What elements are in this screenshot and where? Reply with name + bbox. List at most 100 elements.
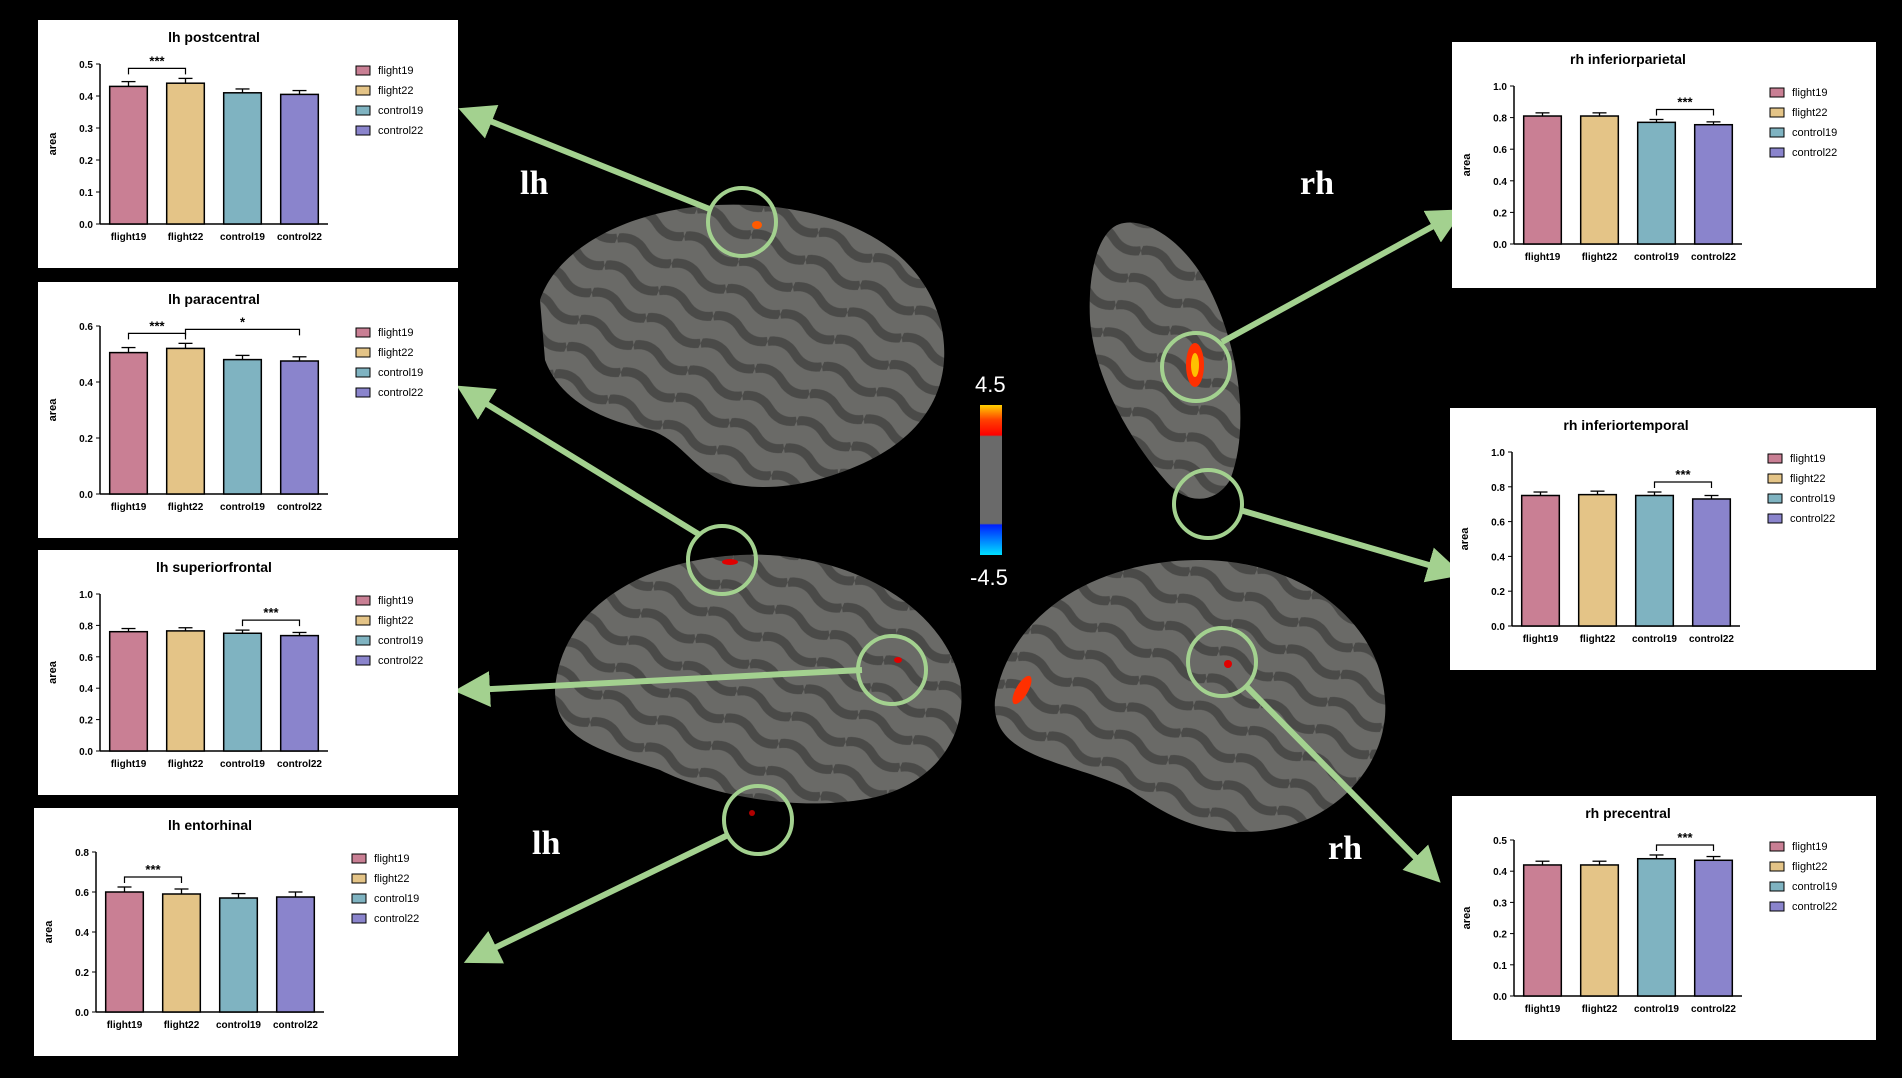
arrow xyxy=(463,832,730,964)
bar-control22 xyxy=(279,93,320,225)
significance-bracket xyxy=(127,67,187,75)
legend-swatch-control19 xyxy=(355,635,371,646)
chart-rh-precentral: rh precentral0.00.10.20.30.40.5areafligh… xyxy=(1461,805,1837,1015)
significance-bracket xyxy=(1655,844,1715,851)
bar-flight22 xyxy=(165,347,206,495)
y-tick-label: 1.0 xyxy=(79,590,93,601)
lh-lateral-brain xyxy=(540,204,945,488)
x-tick-label: flight22 xyxy=(1582,252,1618,263)
x-tick-label: control22 xyxy=(277,759,322,770)
roi-circle xyxy=(1160,331,1232,403)
significance-bracket xyxy=(241,619,301,627)
x-tick-label: flight22 xyxy=(168,759,204,770)
x-tick-label: flight19 xyxy=(1525,252,1561,263)
hemisphere-label-rh-bottom: rh xyxy=(1328,830,1362,867)
y-tick-label: 0.5 xyxy=(1493,836,1507,847)
x-tick-label: control19 xyxy=(1632,634,1677,645)
y-tick-label: 0.2 xyxy=(1493,208,1507,219)
legend-swatch-control22 xyxy=(355,655,371,666)
x-tick-label: control19 xyxy=(220,232,265,243)
legend-label: control19 xyxy=(374,893,419,905)
bar-flight19 xyxy=(1522,115,1563,245)
lh-medial-brain xyxy=(555,554,962,804)
y-tick-label: 0.4 xyxy=(1493,177,1507,188)
y-tick-label: 0.0 xyxy=(79,747,93,758)
bar-control19 xyxy=(1636,121,1677,245)
legend-label: control22 xyxy=(378,655,423,667)
legend-swatch-flight22 xyxy=(1767,473,1783,484)
y-axis-label: area xyxy=(1461,153,1473,177)
x-tick-label: control22 xyxy=(277,232,322,243)
significance-label: *** xyxy=(1677,830,1693,845)
x-tick-label: flight19 xyxy=(1525,1004,1561,1015)
x-tick-label: control19 xyxy=(1634,252,1679,263)
activation-spot xyxy=(722,559,738,565)
x-tick-label: flight19 xyxy=(111,502,147,513)
y-tick-label: 0.2 xyxy=(75,968,89,979)
y-tick-label: 0.2 xyxy=(79,716,93,727)
legend-swatch-flight22 xyxy=(351,873,367,884)
significance-label: *** xyxy=(1677,94,1693,109)
y-tick-label: 0.0 xyxy=(79,220,93,231)
legend-label: control19 xyxy=(1790,493,1835,505)
y-tick-label: 0.0 xyxy=(75,1008,89,1019)
chart-title: rh inferiorparietal xyxy=(1570,51,1686,67)
bar-flight22 xyxy=(165,82,206,225)
chart-title: rh precentral xyxy=(1585,805,1671,821)
chart-lh-entorhinal: lh entorhinal0.00.20.40.60.8areaflight19… xyxy=(43,817,419,1031)
chart-title: lh paracentral xyxy=(168,291,260,307)
y-tick-label: 0.6 xyxy=(79,653,93,664)
roi-circle xyxy=(706,186,778,258)
activation-spot xyxy=(1224,660,1232,668)
legend-label: flight22 xyxy=(1792,861,1827,873)
legend-swatch-flight19 xyxy=(1769,841,1785,852)
legend-label: control22 xyxy=(1790,513,1835,525)
significance-label: * xyxy=(240,314,246,329)
colorbar-max-label: 4.5 xyxy=(975,372,1006,397)
legend-label: control22 xyxy=(1792,901,1837,913)
legend-swatch-flight19 xyxy=(355,595,371,606)
legend-label: flight19 xyxy=(1792,87,1827,99)
chart-title: lh entorhinal xyxy=(168,817,252,833)
legend-swatch-flight19 xyxy=(1767,453,1783,464)
bar-flight19 xyxy=(1520,494,1561,627)
y-tick-label: 1.0 xyxy=(1493,82,1507,93)
arrow xyxy=(456,385,702,538)
y-tick-label: 1.0 xyxy=(1491,448,1505,459)
bar-control22 xyxy=(1693,123,1734,245)
legend-label: flight22 xyxy=(374,873,409,885)
bar-flight22 xyxy=(165,630,206,752)
bar-flight22 xyxy=(1579,115,1620,245)
significance-bracket xyxy=(123,876,183,883)
roi-circle xyxy=(686,524,758,596)
chart-title: rh inferiortemporal xyxy=(1563,417,1688,433)
bar-flight19 xyxy=(1522,864,1563,997)
y-tick-label: 0.0 xyxy=(79,490,93,501)
x-tick-label: flight22 xyxy=(1582,1004,1618,1015)
colorbar-min-label: -4.5 xyxy=(970,565,1008,590)
y-tick-label: 0.2 xyxy=(79,434,93,445)
y-tick-label: 0.6 xyxy=(79,322,93,333)
activation-spot xyxy=(1012,675,1032,705)
legend-swatch-control22 xyxy=(1769,901,1785,912)
legend-label: control19 xyxy=(378,635,423,647)
hemisphere-label-lh-bottom: lh xyxy=(532,825,561,862)
y-tick-label: 0.1 xyxy=(1493,961,1507,972)
significance-label: *** xyxy=(149,318,165,333)
bar-flight22 xyxy=(1579,864,1620,997)
y-tick-label: 0.8 xyxy=(1491,483,1505,494)
y-tick-label: 0.4 xyxy=(79,92,93,103)
y-tick-label: 0.5 xyxy=(79,60,93,71)
chart-title: lh superiorfrontal xyxy=(156,559,272,575)
bar-control19 xyxy=(222,92,263,225)
chart-lh-postcentral: lh postcentral0.00.10.20.30.40.5areaflig… xyxy=(47,29,423,243)
y-tick-label: 0.2 xyxy=(1491,587,1505,598)
bar-control22 xyxy=(1691,498,1732,627)
legend-label: control19 xyxy=(1792,881,1837,893)
